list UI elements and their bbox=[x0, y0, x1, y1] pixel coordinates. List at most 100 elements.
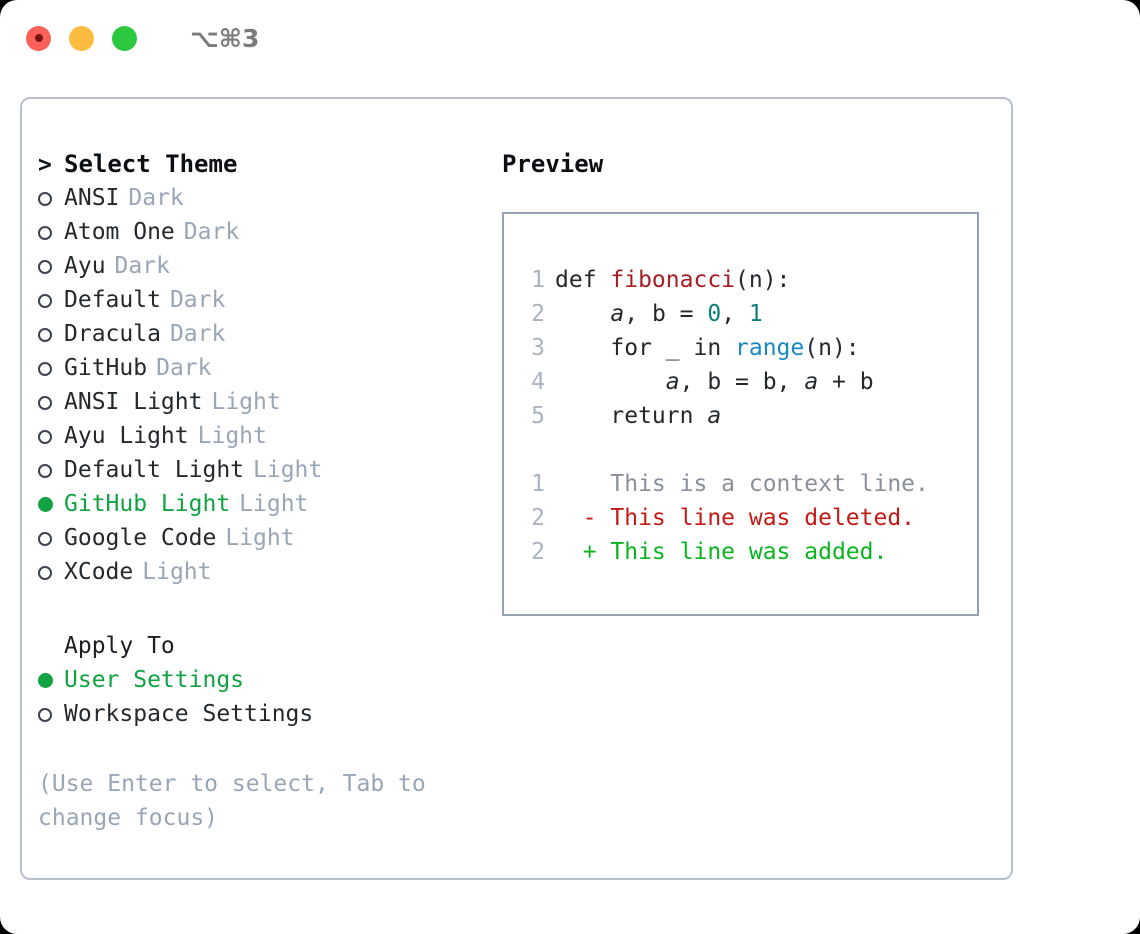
theme-item-google-code[interactable]: Google Code Light bbox=[38, 521, 488, 555]
theme-variant-badge: Light bbox=[225, 525, 295, 551]
diff-line-text: + This line was added. bbox=[555, 539, 888, 565]
line-number: 2 bbox=[531, 505, 545, 531]
theme-variant-badge: Dark bbox=[114, 253, 170, 279]
theme-variant-badge: Dark bbox=[156, 355, 212, 381]
radio-unselected-icon bbox=[38, 521, 64, 555]
theme-item-label: ANSI Light bbox=[64, 389, 203, 415]
code-token-plain: = bbox=[665, 301, 708, 327]
theme-variant-badge: Light bbox=[239, 491, 309, 517]
code-diff-separator bbox=[523, 433, 977, 467]
apply-to-item-label: User Settings bbox=[64, 667, 245, 693]
line-number: 1 bbox=[531, 267, 545, 293]
radio-unselected-icon bbox=[38, 453, 64, 487]
apply-to-title: Apply To bbox=[64, 633, 175, 659]
radio-unselected-icon bbox=[38, 317, 64, 351]
line-number: 2 bbox=[531, 301, 545, 327]
theme-item-ansi[interactable]: ANSI Dark bbox=[38, 181, 488, 215]
code-line-text: a, b = b, a + b bbox=[555, 365, 874, 399]
code-token-plain: (n): bbox=[735, 267, 791, 293]
radio-unselected-icon bbox=[38, 249, 64, 283]
theme-item-ansi-light[interactable]: ANSI Light Light bbox=[38, 385, 488, 419]
code-line: 3 for _ in range(n): bbox=[523, 331, 977, 365]
theme-item-github[interactable]: GitHub Dark bbox=[38, 351, 488, 385]
radio-selected-icon bbox=[38, 663, 64, 697]
radio-unselected-icon bbox=[38, 283, 64, 317]
code-token-plain: , bbox=[776, 369, 805, 395]
line-number: 1 bbox=[531, 471, 545, 497]
theme-variant-badge: Light bbox=[211, 389, 281, 415]
theme-variant-badge: Dark bbox=[128, 185, 184, 211]
theme-item-label: Ayu bbox=[64, 253, 106, 279]
code-line-text: return a bbox=[555, 399, 721, 433]
code-line: 5 return a bbox=[523, 399, 977, 433]
theme-item-label: GitHub bbox=[64, 355, 148, 381]
theme-item-label: Google Code bbox=[64, 525, 217, 551]
zoom-button[interactable] bbox=[112, 25, 137, 51]
close-button[interactable] bbox=[26, 25, 51, 51]
code-token-plain: (n): bbox=[804, 335, 860, 361]
theme-variant-badge: Dark bbox=[169, 321, 226, 347]
theme-item-ayu[interactable]: Ayu Dark bbox=[38, 249, 488, 283]
code-token-plain: , bbox=[679, 369, 708, 395]
window-controls bbox=[26, 25, 137, 51]
apply-to-header: o Apply To bbox=[38, 629, 488, 663]
code-token-plain: , bbox=[721, 301, 749, 327]
keyboard-shortcut-label: ⌥⌘3 bbox=[190, 23, 260, 53]
theme-variant-badge: Light bbox=[142, 559, 212, 585]
radio-unselected-icon bbox=[38, 385, 64, 419]
title-bar: ⌥⌘3 bbox=[0, 0, 1140, 76]
apply-to-marker-spacer: o bbox=[38, 629, 64, 663]
theme-item-label: ANSI bbox=[64, 185, 120, 211]
select-theme-header: > Select Theme bbox=[38, 147, 488, 181]
code-token-num: 1 bbox=[748, 301, 763, 327]
theme-item-label: Default Light bbox=[64, 457, 245, 483]
theme-item-github-light[interactable]: GitHub Light Light bbox=[38, 487, 488, 521]
code-line: 4 a, b = b, a + b bbox=[523, 365, 977, 399]
apply-to-item-user-settings[interactable]: User Settings bbox=[38, 663, 488, 697]
code-token-num: 0 bbox=[707, 301, 722, 327]
code-token-kw: b bbox=[859, 369, 874, 395]
code-token-kw: b bbox=[762, 369, 777, 395]
minimize-button[interactable] bbox=[69, 25, 94, 51]
caret-icon: > bbox=[38, 152, 52, 178]
code-token-plain bbox=[555, 301, 610, 327]
diff-line-text: - This line was deleted. bbox=[555, 505, 916, 531]
radio-unselected-icon bbox=[38, 351, 64, 385]
radio-unselected-icon bbox=[38, 215, 64, 249]
line-number: 4 bbox=[531, 369, 545, 395]
code-token-var: a bbox=[804, 369, 819, 395]
code-token-kw: b bbox=[707, 369, 722, 395]
code-token-kw: b bbox=[651, 301, 666, 327]
code-token-call: range bbox=[735, 335, 805, 361]
preview-title: Preview bbox=[502, 150, 604, 178]
diff-line: 2 + This line was added. bbox=[523, 535, 977, 569]
theme-variant-badge: Dark bbox=[183, 219, 240, 245]
radio-unselected-icon bbox=[38, 555, 64, 589]
line-number: 2 bbox=[531, 539, 545, 565]
code-line: 2 a, b = 0, 1 bbox=[523, 297, 977, 331]
apply-to-item-workspace-settings[interactable]: Workspace Settings bbox=[38, 697, 488, 731]
code-token-plain: for _ in bbox=[555, 335, 736, 361]
theme-variant-badge: Light bbox=[197, 423, 267, 449]
code-token-plain bbox=[555, 369, 666, 395]
radio-selected-icon bbox=[38, 487, 64, 521]
code-token-plain: return bbox=[555, 403, 708, 429]
code-token-kw: def bbox=[555, 267, 611, 293]
theme-item-label: GitHub Light bbox=[64, 491, 231, 517]
code-token-var: a bbox=[665, 369, 680, 395]
code-line-text: a, b = 0, 1 bbox=[555, 297, 763, 331]
theme-item-label: Default bbox=[64, 287, 161, 313]
